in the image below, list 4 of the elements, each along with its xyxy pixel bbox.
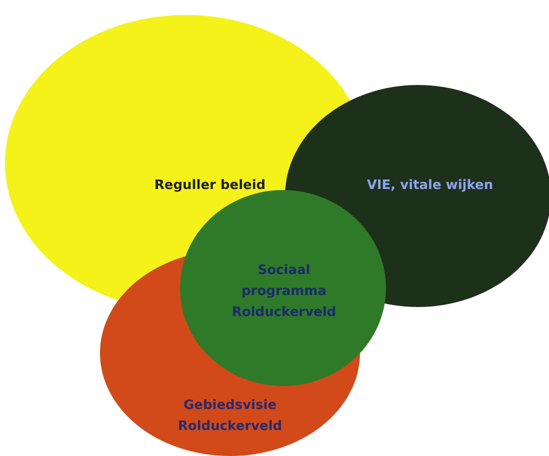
region-label: Sociaal programma Rolduckerveld — [230, 262, 338, 322]
region-label: Reguller beleid — [153, 177, 267, 195]
region-label: VIE, vitale wijken — [366, 177, 494, 195]
region-label: Gebiedsvisie Rolduckerveld — [176, 397, 284, 436]
